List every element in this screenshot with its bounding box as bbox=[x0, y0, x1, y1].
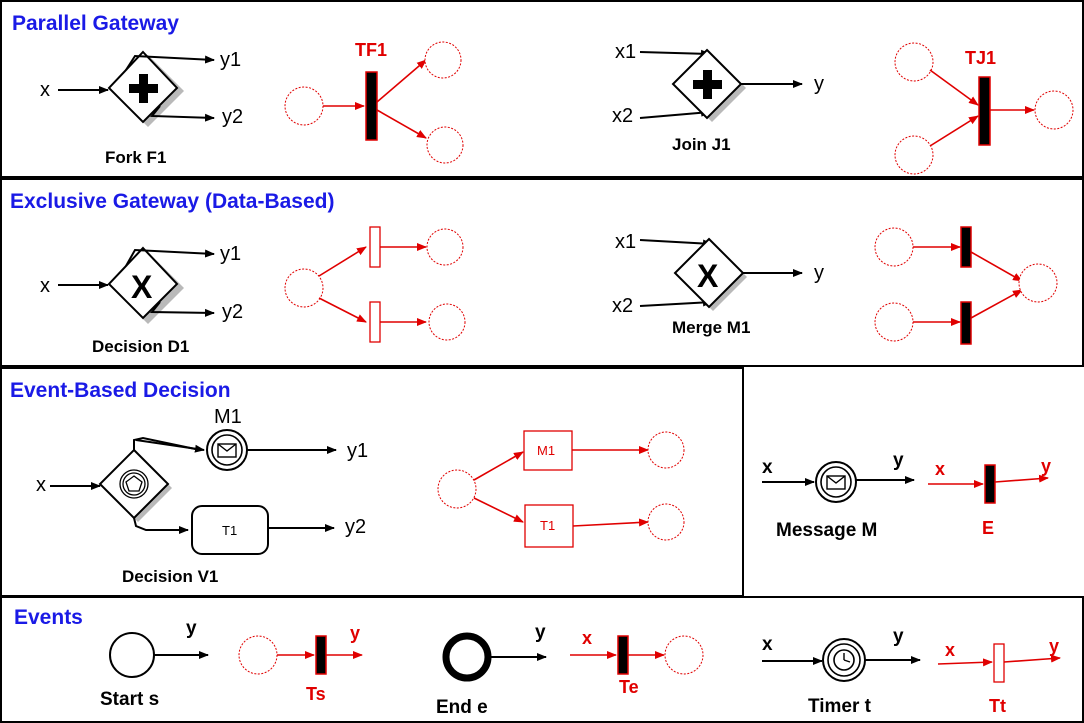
event-based-output-1-label: y1 bbox=[347, 440, 368, 462]
timer-caption: Timer t bbox=[808, 696, 872, 717]
event-based-output-2-label: y2 bbox=[345, 516, 366, 538]
start-event-group: y Start s bbox=[100, 618, 209, 710]
join-caption: Join J1 bbox=[672, 135, 731, 154]
event-based-input-label: x bbox=[36, 474, 46, 496]
start-event bbox=[109, 632, 155, 678]
transition-box bbox=[369, 301, 381, 343]
merge-input-2-label: x2 bbox=[612, 295, 633, 317]
transition-box-t1 bbox=[524, 504, 574, 548]
join-input-1-label: x1 bbox=[615, 41, 636, 63]
tf1-label: TF1 bbox=[355, 40, 387, 60]
petri-timer-output-label: y bbox=[1049, 636, 1059, 656]
transition-bar bbox=[960, 301, 972, 345]
petri-timer-tt: x y Tt bbox=[937, 636, 1061, 716]
petri-message-e: x y E bbox=[928, 456, 1051, 538]
start-output-label: y bbox=[186, 618, 197, 639]
message-event-group: x y Message M bbox=[762, 450, 915, 541]
petri-start-ts: y Ts bbox=[238, 623, 363, 704]
join-output-label: y bbox=[814, 73, 824, 95]
transition-box-m1 bbox=[523, 430, 573, 471]
petri-event-based: M1 T1 bbox=[437, 430, 685, 548]
exclusive-gateway-diamond bbox=[107, 246, 179, 320]
timer-event-group: x y Timer t bbox=[762, 626, 921, 717]
petri-end-caption: Te bbox=[619, 677, 639, 697]
join-input-2-label: x2 bbox=[612, 105, 633, 127]
fork-output-2-label: y2 bbox=[222, 106, 243, 128]
petri-start-output-label: y bbox=[350, 623, 360, 643]
plus-icon bbox=[129, 74, 158, 103]
message-output-label: y bbox=[893, 450, 904, 471]
tj1-label: TJ1 bbox=[965, 48, 996, 68]
message-caption: Message M bbox=[776, 520, 877, 541]
transition-bar bbox=[984, 464, 996, 504]
petri-decision bbox=[284, 226, 466, 343]
section-title-exclusive: Exclusive Gateway (Data-Based) bbox=[10, 190, 334, 213]
timer-output-label: y bbox=[893, 626, 904, 647]
decision-output-2-label: y2 bbox=[222, 301, 243, 323]
transition-box bbox=[369, 226, 381, 268]
petri-end-input-label: x bbox=[582, 628, 592, 648]
fork-gateway: x y1 y2 Fork F1 bbox=[40, 49, 243, 167]
petri-message-input-label: x bbox=[935, 459, 945, 479]
petri-merge bbox=[874, 226, 1058, 345]
petri-message-output-label: y bbox=[1041, 456, 1051, 476]
decision-caption: Decision D1 bbox=[92, 337, 189, 356]
message-input-label: x bbox=[762, 457, 773, 478]
decision-input-label: x bbox=[40, 275, 50, 297]
decision-gateway: x X y1 y2 Decision D1 bbox=[40, 243, 243, 356]
transition-bar bbox=[315, 635, 327, 675]
fork-input-label: x bbox=[40, 79, 50, 101]
petri-start-caption: Ts bbox=[306, 684, 326, 704]
transition-bar bbox=[365, 71, 378, 141]
transition-bar bbox=[960, 226, 972, 268]
petri-join-tj1: TJ1 bbox=[894, 42, 1074, 175]
transition-bar bbox=[617, 635, 629, 675]
petri-fork-tf1: TF1 bbox=[284, 40, 464, 164]
pentagon-icon bbox=[125, 475, 143, 492]
petri-t1-label: T1 bbox=[540, 518, 555, 533]
plus-icon bbox=[693, 70, 722, 99]
exclusive-section bbox=[0, 178, 1084, 367]
merge-input-1-label: x1 bbox=[615, 231, 636, 253]
join-gateway: x1 x2 y Join J1 bbox=[612, 41, 824, 154]
start-caption: Start s bbox=[100, 689, 159, 710]
section-title-events: Events bbox=[14, 606, 83, 629]
section-title-parallel: Parallel Gateway bbox=[12, 12, 179, 35]
x-icon: X bbox=[131, 269, 153, 305]
petri-m1-label: M1 bbox=[537, 443, 555, 458]
end-output-label: y bbox=[535, 622, 546, 643]
end-event bbox=[442, 632, 492, 682]
message-event-label: M1 bbox=[214, 406, 242, 428]
fork-caption: Fork F1 bbox=[105, 148, 166, 167]
transition-box bbox=[993, 643, 1005, 683]
fork-output-1-label: y1 bbox=[220, 49, 241, 71]
event-based-caption: Decision V1 bbox=[122, 567, 218, 586]
decision-output-1-label: y1 bbox=[220, 243, 241, 265]
timer-task bbox=[191, 505, 269, 555]
event-based-gateway: x M1 y1 T1 y2 Decision V1 bbox=[36, 406, 368, 586]
section-title-event-based: Event-Based Decision bbox=[10, 379, 231, 402]
events-section bbox=[0, 596, 1084, 723]
end-event-group: y End e bbox=[436, 622, 547, 718]
petri-timer-input-label: x bbox=[945, 640, 955, 660]
timer-task-label: T1 bbox=[222, 523, 237, 538]
x-icon: X bbox=[697, 258, 719, 294]
timer-input-label: x bbox=[762, 634, 773, 655]
merge-gateway: x1 x2 X y Merge M1 bbox=[612, 231, 824, 337]
merge-caption: Merge M1 bbox=[672, 318, 750, 337]
merge-output-label: y bbox=[814, 262, 824, 284]
end-caption: End e bbox=[436, 697, 488, 718]
petri-end-te: x Te bbox=[570, 628, 704, 697]
exclusive-gateway-diamond bbox=[673, 237, 745, 309]
transition-bar bbox=[978, 76, 991, 146]
petri-timer-caption: Tt bbox=[989, 696, 1006, 716]
parallel-section bbox=[0, 0, 1084, 178]
petri-message-caption: E bbox=[982, 518, 994, 538]
